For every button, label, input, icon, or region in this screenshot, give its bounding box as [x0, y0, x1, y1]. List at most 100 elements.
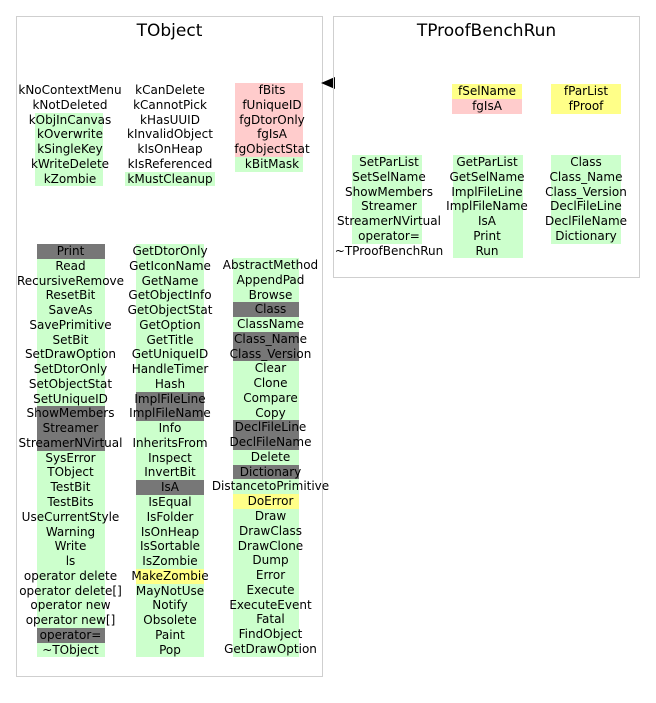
member-label: kInvalidObject — [127, 127, 213, 142]
member-highlight — [233, 361, 299, 377]
member-item: DoError — [207, 494, 334, 510]
member-highlight — [235, 97, 303, 113]
member-label: GetIconName — [129, 258, 211, 273]
member-item: kNoContextMenu — [15, 83, 125, 98]
member-label: Info — [158, 421, 182, 436]
member-highlight — [233, 435, 299, 450]
member-highlight — [233, 287, 299, 303]
member-highlight — [235, 127, 303, 143]
member-item: GetDrawOption — [207, 641, 334, 657]
member-item: Class — [207, 302, 334, 318]
member-highlight — [136, 583, 204, 599]
member-item: Class_Name — [207, 331, 334, 347]
member-label: GetObjectInfo — [128, 288, 212, 303]
member-label: kCannotPick — [133, 97, 207, 112]
member-highlight — [233, 612, 299, 628]
member-item: GetTitle — [124, 332, 216, 348]
member-item: Error — [207, 568, 334, 583]
member-label: ImplFileName — [129, 406, 211, 421]
member-highlight — [453, 214, 523, 229]
member-highlight — [37, 509, 105, 525]
member-item: GetOption — [124, 317, 216, 333]
member-highlight — [37, 244, 105, 259]
member-label: kNoContextMenu — [18, 83, 122, 97]
member-item: fgIsA — [226, 127, 318, 143]
member-label: Copy — [255, 405, 286, 420]
member-item: operator delete — [13, 568, 128, 584]
member-label: Class_Version — [229, 346, 312, 361]
member-label: Dictionary — [239, 464, 302, 479]
member-item: fParList — [551, 84, 621, 99]
member-highlight — [352, 155, 422, 170]
member-item: kSingleKey — [15, 142, 125, 157]
member-highlight — [233, 331, 299, 347]
member-item: Fatal — [207, 612, 334, 628]
member-label: Pop — [159, 642, 181, 657]
member-item: GetName — [124, 273, 216, 289]
member-highlight — [136, 627, 204, 643]
member-label: SavePrimitive — [29, 317, 112, 332]
member-highlight — [452, 84, 522, 99]
member-item: fgObjectStat — [226, 142, 318, 157]
member-item: Dump — [207, 553, 334, 569]
member-item: operator delete[] — [13, 583, 128, 599]
member-highlight — [233, 509, 299, 524]
member-label: fProof — [568, 98, 604, 113]
member-highlight — [352, 169, 422, 185]
member-label: Fatal — [256, 612, 285, 627]
member-highlight — [136, 450, 204, 466]
member-highlight — [233, 523, 299, 539]
member-item: DeclFileName — [207, 435, 334, 450]
member-highlight — [233, 597, 299, 613]
member-item: GetUniqueID — [124, 347, 216, 363]
member-label: GetUniqueID — [131, 347, 209, 362]
member-item: Clear — [207, 361, 334, 377]
member-label: Inspect — [148, 450, 192, 465]
member-highlight — [352, 214, 422, 229]
member-item: Compare — [207, 390, 334, 406]
member-label: kBitMask — [244, 156, 300, 171]
member-label: Streamer — [361, 199, 417, 214]
member-item: kBitMask — [226, 156, 318, 172]
member-label: ls — [65, 554, 76, 569]
member-highlight — [37, 627, 105, 643]
member-label: InvertBit — [144, 465, 196, 480]
member-item: IsEqual — [124, 495, 216, 510]
member-item: IsFolder — [124, 509, 216, 525]
member-highlight — [37, 421, 105, 436]
member-highlight — [37, 347, 105, 363]
member-label: Class_Name — [234, 331, 307, 346]
member-highlight — [125, 171, 215, 187]
member-item: kObjInCanvas — [15, 112, 125, 128]
member-item: StreamerNVirtual — [13, 435, 128, 451]
member-highlight — [37, 568, 105, 584]
member-label: ResetBit — [45, 288, 96, 303]
member-item: kInvalidObject — [125, 127, 215, 142]
member-item: Streamer — [330, 199, 448, 215]
member-highlight — [233, 376, 299, 391]
member-highlight — [136, 303, 204, 318]
member-item: DeclFileName — [545, 214, 627, 229]
member-item: ~TProofBenchRun — [330, 244, 448, 259]
member-item: ImplFileName — [124, 406, 216, 422]
member-label: kSingleKey — [37, 142, 103, 157]
member-item: Print — [13, 244, 128, 259]
member-highlight — [551, 228, 621, 244]
member-item: kZombie — [15, 171, 125, 187]
member-label: StreamerNVirtual — [18, 435, 123, 450]
member-item: DeclFileLine — [207, 420, 334, 436]
member-item: Copy — [207, 405, 334, 421]
member-item: Paint — [124, 627, 216, 643]
member-highlight — [352, 228, 422, 244]
member-highlight — [136, 362, 204, 377]
member-label: SetObjectStat — [28, 376, 113, 391]
member-label: Clone — [253, 376, 288, 391]
member-label: fgDtorOnly — [239, 112, 305, 127]
member-label: IsZombie — [142, 554, 198, 569]
member-label: ClassName — [237, 317, 304, 332]
member-item: kCannotPick — [125, 98, 215, 113]
